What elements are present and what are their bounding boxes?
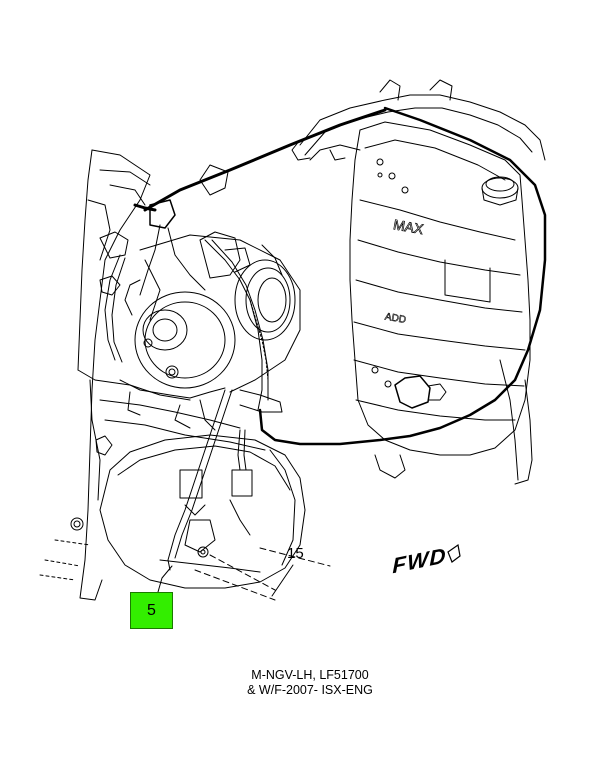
fwd-arrow-icon xyxy=(447,543,461,563)
tank-max-mark: MAX xyxy=(392,216,425,237)
diagram-caption: M-NGV-LH, LF51700 & W/F-2007- ISX-ENG xyxy=(0,668,610,698)
callout-5-box: 5 xyxy=(130,592,173,629)
caption-line-1: M-NGV-LH, LF51700 xyxy=(251,668,369,682)
wire-harness xyxy=(104,106,547,571)
caption-line-2: & W/F-2007- ISX-ENG xyxy=(247,683,373,697)
alternator-housing xyxy=(99,434,306,589)
coolant-reservoir xyxy=(309,121,533,485)
engine-block xyxy=(39,149,266,601)
leader-5 xyxy=(157,565,173,593)
leader-15 xyxy=(271,564,294,597)
tank-add-mark: ADD xyxy=(384,311,407,326)
callout-5-label: 5 xyxy=(147,602,156,619)
upper-pipes xyxy=(199,79,546,196)
ac-compressor xyxy=(119,231,301,431)
callout-15-label: 15 xyxy=(287,545,304,562)
leader-lines xyxy=(194,547,331,601)
